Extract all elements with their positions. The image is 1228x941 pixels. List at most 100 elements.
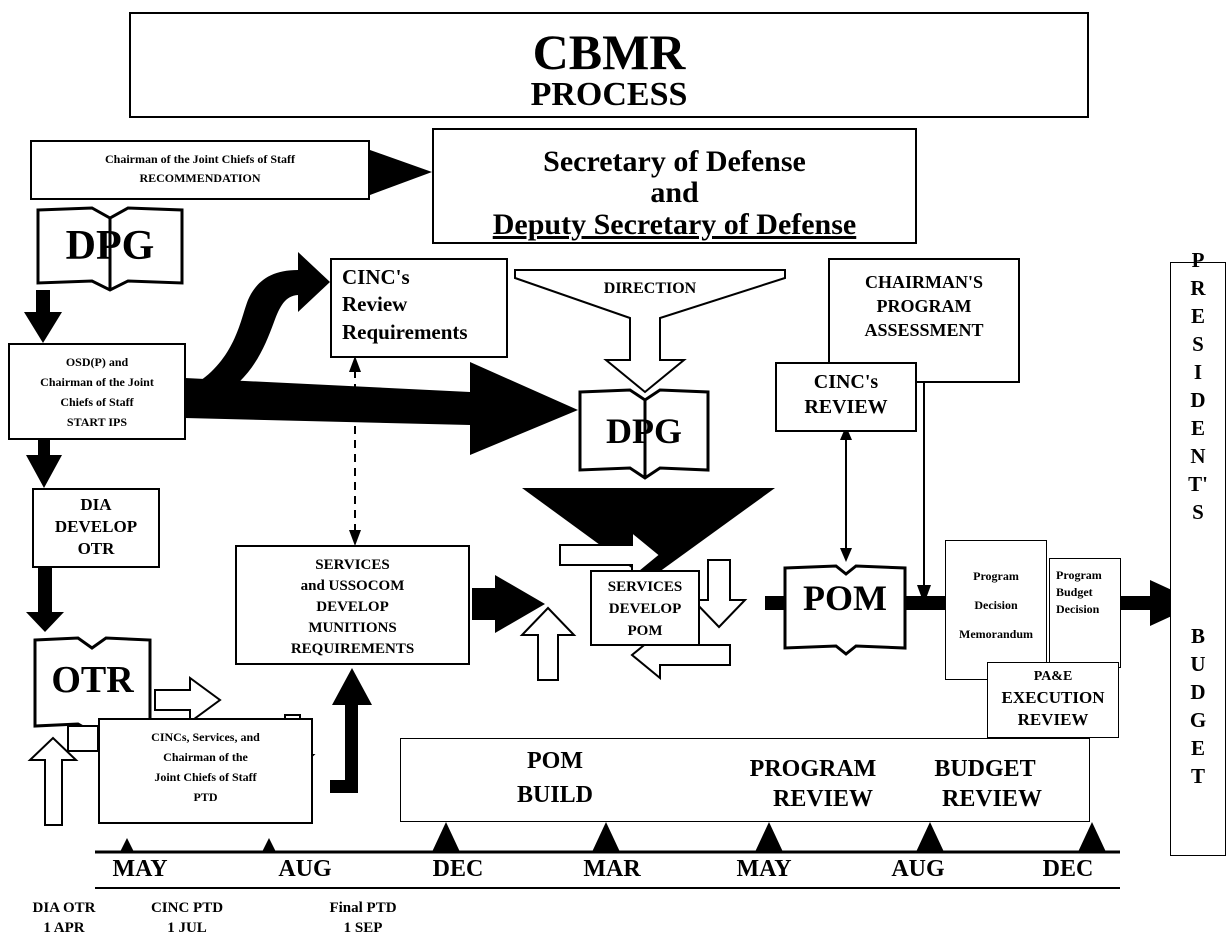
dpg-top-label: DPG bbox=[65, 223, 155, 269]
timeline-milestones bbox=[120, 822, 1106, 852]
direction-label: DIRECTION bbox=[603, 280, 697, 297]
milestone-triangle bbox=[120, 838, 134, 852]
phase-pom-build-line2: BUILD bbox=[516, 782, 594, 808]
pae-line1: PA&E bbox=[1033, 669, 1073, 684]
dia-line2: DEVELOP bbox=[54, 517, 138, 536]
dia-line1: DIA bbox=[80, 495, 112, 514]
phase-pom-build-line1: POM bbox=[527, 748, 583, 774]
pbd-line2: Budget bbox=[1056, 585, 1093, 599]
dia-line3: OTR bbox=[77, 539, 115, 558]
month-label: MAR bbox=[583, 856, 641, 882]
ptd-to-services-arrow bbox=[330, 668, 372, 793]
month-label: DEC bbox=[432, 856, 484, 882]
milestone-triangle bbox=[432, 822, 460, 852]
dpg-mid-label: DPG bbox=[606, 411, 682, 451]
cinc-review-requirements-box: CINC's Review Requirements bbox=[330, 258, 508, 358]
services-line3: DEVELOP bbox=[316, 599, 389, 615]
dpg-top-book bbox=[36, 206, 184, 292]
pae-execution-review-box: PA&E EXECUTION REVIEW bbox=[987, 662, 1119, 738]
osd-line1: OSD(P) and bbox=[65, 355, 129, 369]
milestone-date: 1 APR bbox=[43, 920, 85, 936]
ptd-line4: PTD bbox=[193, 790, 218, 804]
milestone-date: 1 SEP bbox=[343, 920, 383, 936]
pom-book bbox=[783, 564, 907, 656]
pom-to-pdm-link bbox=[905, 596, 945, 610]
pbd-to-president-arrow bbox=[1120, 580, 1200, 626]
ptd-line2: Chairman of the bbox=[163, 750, 248, 764]
dpg-mid-book bbox=[578, 388, 710, 480]
services-pom-line1: SERVICES bbox=[607, 579, 683, 595]
services-line1: SERVICES bbox=[315, 557, 390, 573]
services-develop-pom-box: SERVICES DEVELOP POM bbox=[590, 570, 700, 646]
services-ussocom-box: SERVICES and USSOCOM DEVELOP MUNITIONS R… bbox=[235, 545, 470, 665]
services-line5: REQUIREMENTS bbox=[290, 641, 415, 657]
secdef-line1: Secretary of Defense bbox=[543, 145, 806, 178]
milestone-label: DIA OTR bbox=[32, 900, 96, 916]
pom-label: POM bbox=[803, 578, 887, 618]
dia-to-otr-arrow bbox=[26, 568, 64, 632]
osd-to-dia-arrow bbox=[26, 440, 62, 488]
milestone-label: Final PTD bbox=[329, 900, 397, 916]
pbd-line1: Program bbox=[1056, 568, 1102, 582]
services-pom-line2: DEVELOP bbox=[608, 601, 682, 617]
osd-line3: Chiefs of Staff bbox=[60, 395, 134, 409]
services-line2: and USSOCOM bbox=[300, 578, 405, 594]
month-label: MAY bbox=[736, 856, 792, 882]
chairman-assessment-box: CHAIRMAN'S PROGRAM ASSESSMENT bbox=[828, 258, 1020, 383]
secdef-line3: Deputy Secretary of Defense bbox=[492, 208, 857, 241]
assess-line3: ASSESSMENT bbox=[864, 320, 984, 340]
title-box bbox=[129, 12, 1089, 118]
pbd-box: Program Budget Decision bbox=[1049, 558, 1121, 668]
cjcs-rec-line2: RECOMMENDATION bbox=[139, 171, 261, 185]
cjcs-to-secdef-arrow bbox=[370, 150, 432, 195]
dpg-to-osd-arrow bbox=[24, 290, 62, 343]
cinc-req-line3: Requirements bbox=[342, 320, 468, 344]
services-line4: MUNITIONS bbox=[308, 620, 397, 636]
direction-funnel bbox=[514, 269, 786, 394]
otr-base-box bbox=[67, 725, 99, 752]
cinc-review-line2: REVIEW bbox=[804, 396, 888, 418]
secdef-box: Secretary of Defense and Deputy Secretar… bbox=[432, 128, 917, 244]
otr-label: OTR bbox=[51, 659, 134, 701]
milestone-triangle bbox=[262, 838, 276, 852]
title-main: CBMR bbox=[532, 24, 686, 80]
title-sub: PROCESS bbox=[530, 76, 688, 113]
cinc-req-line1: CINC's bbox=[342, 265, 410, 289]
services-to-pom-arrow bbox=[472, 575, 545, 633]
milestone-date: 1 JUL bbox=[167, 920, 207, 936]
presidents-budget-box bbox=[1170, 262, 1226, 856]
osd-to-cinc-review-arrow bbox=[185, 252, 330, 412]
cjcs-rec-line1: Chairman of the Joint Chiefs of Staff bbox=[105, 152, 295, 166]
assess-line1: CHAIRMAN'S bbox=[864, 272, 983, 292]
phase-budget-review-line2: REVIEW bbox=[941, 786, 1043, 812]
dia-develop-otr-box: DIA DEVELOP OTR bbox=[32, 488, 160, 568]
phase-budget-review-line1: BUDGET bbox=[934, 756, 1036, 782]
cinc-review-line1: CINC's bbox=[813, 371, 879, 393]
osd-line2: Chairman of the Joint bbox=[40, 375, 154, 389]
pdm-line3: Memorandum bbox=[959, 627, 1033, 641]
phase-box bbox=[400, 738, 1090, 822]
month-label: MAY bbox=[112, 856, 168, 882]
osd-line4: START IPS bbox=[66, 415, 128, 429]
services-pom-line3: POM bbox=[627, 623, 663, 639]
pae-line3: REVIEW bbox=[1017, 710, 1089, 729]
ptd-line3: Joint Chiefs of Staff bbox=[154, 770, 257, 784]
osd-to-dpg-arrow bbox=[185, 362, 578, 455]
pom-dev-to-pom-link bbox=[765, 596, 785, 610]
month-label: AUG bbox=[278, 856, 332, 882]
assess-line2: PROGRAM bbox=[876, 296, 972, 316]
month-label: DEC bbox=[1042, 856, 1094, 882]
milestone-label: CINC PTD bbox=[150, 900, 224, 916]
pbd-line3: Decision bbox=[1056, 602, 1100, 616]
cinc-review-box: CINC's REVIEW bbox=[775, 362, 917, 432]
secdef-line2: and bbox=[650, 176, 699, 209]
phase-program-review-line1: PROGRAM bbox=[749, 756, 877, 782]
ptd-line1: CINCs, Services, and bbox=[151, 730, 260, 744]
month-label: AUG bbox=[891, 856, 945, 882]
milestone-triangle bbox=[755, 822, 783, 852]
pae-line2: EXECUTION bbox=[1001, 688, 1105, 707]
pdm-line1: Program bbox=[973, 569, 1019, 583]
cinc-req-line2: Review bbox=[342, 292, 408, 316]
cincs-ptd-box: CINCs, Services, and Chairman of the Joi… bbox=[98, 718, 313, 824]
